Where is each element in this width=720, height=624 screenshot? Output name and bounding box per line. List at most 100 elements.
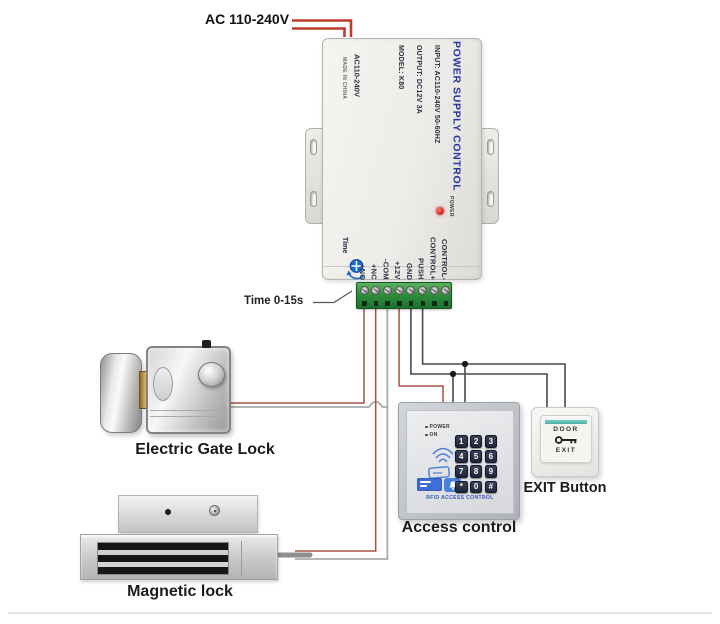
- power-led: [436, 207, 444, 215]
- terminal-block: [356, 282, 452, 309]
- flange-hole: [310, 139, 317, 155]
- terminal-label-text: GND: [404, 262, 414, 280]
- terminal-label-text: +NO: [358, 263, 367, 280]
- psu-power-led-label: POWER: [448, 196, 454, 217]
- flange-hole: [310, 191, 317, 207]
- terminal-screw: [429, 286, 439, 295]
- maglock-armature-plate: [118, 495, 258, 533]
- junction-dot-gnd: [449, 370, 457, 378]
- terminal-label-text: +NC: [369, 264, 379, 280]
- lock-cylinder-knob: [198, 362, 225, 387]
- wire-ac-live: [292, 19, 353, 37]
- exit-door-text: DOOR: [553, 426, 579, 433]
- psu-output-spec: OUTPUT: DC12V 3A: [415, 45, 422, 114]
- keypad-key-#: #: [484, 480, 498, 494]
- maglock-dot: [165, 509, 171, 515]
- terminal-label-CONTROL+: CONTROL+: [428, 218, 440, 280]
- page-divider: [8, 612, 712, 614]
- psu-seam: [324, 266, 480, 267]
- terminal-pad: [385, 301, 390, 306]
- maglock-magnet-face: [97, 542, 229, 575]
- terminal-label-text: CONTROL+: [428, 236, 438, 280]
- terminal-label-GND: GND: [405, 218, 416, 280]
- on-indicator: ON: [425, 432, 438, 438]
- key-icon: [554, 436, 577, 444]
- psu-model: MODEL: K80: [397, 45, 404, 90]
- electric-gate-lock: [95, 338, 235, 438]
- terminal-label-CONTROL-: CONTROL-: [440, 218, 451, 280]
- on-indicator-label: ON: [429, 432, 438, 438]
- wire-no-electric-lock: [228, 307, 365, 404]
- terminal-screw: [359, 286, 369, 295]
- keypad-key-7: 7: [455, 465, 468, 478]
- exit-button-caption: EXIT Button: [523, 480, 607, 496]
- psu-made-in: MADE IN CHINA: [341, 57, 347, 100]
- terminal-label--COM: -COM: [381, 218, 393, 280]
- flange-hole: [487, 191, 494, 207]
- psu-mount-flange-right: [482, 128, 499, 224]
- lock-emblem: [153, 367, 173, 401]
- terminal-pad: [443, 301, 449, 306]
- exit-button-stripe: [545, 420, 587, 424]
- keypad-key-4: 4: [455, 450, 468, 463]
- access-control-caption: Access control: [401, 519, 517, 536]
- terminal-pad: [420, 301, 426, 306]
- lock-seam: [150, 416, 227, 417]
- terminal-pad: [373, 301, 379, 306]
- keypad-key-1: 1: [455, 435, 468, 448]
- bell-icon: [448, 480, 457, 490]
- exit-exit-text: EXIT: [555, 447, 577, 454]
- terminal-label-text: PUSH: [416, 258, 426, 280]
- rfid-waves-icon: [432, 447, 454, 463]
- keypad-key-3: 3: [484, 435, 498, 448]
- terminal-label-+NO: +NO: [358, 218, 370, 280]
- wire-nc-magnetic-lock: [295, 307, 377, 552]
- lock-body: [146, 346, 231, 434]
- terminal-label-+12V: +12V: [393, 218, 405, 280]
- terminal-pad: [432, 301, 437, 306]
- wire-ac-neutral: [292, 27, 346, 37]
- magnetic-lock: [78, 492, 278, 584]
- terminal-label-text: CONTROL-: [439, 238, 449, 280]
- power-indicator-label: POWER: [429, 424, 450, 430]
- card-swipe-icon: [428, 466, 450, 479]
- junction-dot-push: [461, 360, 469, 368]
- maglock-screw: [209, 505, 220, 516]
- power-supply-unit: [322, 38, 482, 280]
- terminal-label-+NC: +NC: [370, 218, 381, 280]
- keypad-footer: RFID ACCESS CONTROL: [426, 495, 494, 501]
- psu-input-spec: INPUT: AC110-240V 50-60HZ: [433, 45, 440, 144]
- terminal-label-text: -COM: [381, 259, 391, 280]
- time-note: Time 0-15s: [244, 295, 304, 307]
- exit-button-plate: DOOR EXIT: [531, 407, 599, 477]
- power-indicator: POWER: [425, 424, 450, 430]
- lock-seam: [150, 410, 227, 411]
- ac-input-label: AC 110-240V: [205, 11, 290, 27]
- terminal-screw: [371, 286, 381, 295]
- maglock-body: [80, 534, 278, 580]
- maglock-divider: [241, 541, 242, 576]
- flange-hole: [487, 139, 494, 155]
- lock-top-switch: [202, 340, 211, 348]
- magnetic-lock-caption: Magnetic lock: [127, 583, 233, 600]
- terminal-screw: [382, 286, 392, 295]
- terminal-screw: [406, 286, 416, 295]
- wire-12v-keypad: [398, 307, 444, 405]
- terminal-pad: [397, 301, 402, 306]
- electric-lock-caption: Electric Gate Lock: [135, 441, 275, 458]
- terminal-label-PUSH: PUSH: [417, 218, 428, 280]
- keypad-key-8: 8: [469, 465, 483, 478]
- terminal-screw: [394, 286, 404, 295]
- terminal-label-text: +12V: [393, 261, 403, 280]
- psu-title: POWER SUPPLY CONTROL: [450, 41, 463, 192]
- psu-side-label: AC110-240V: [352, 54, 362, 97]
- wire-com-magnetic-lock: [295, 307, 389, 560]
- power-led-dot: [425, 425, 428, 429]
- time-note-pointer: [313, 290, 353, 304]
- exit-button: DOOR EXIT: [540, 415, 592, 463]
- terminal-screw: [418, 286, 428, 295]
- terminal-pad: [362, 301, 367, 306]
